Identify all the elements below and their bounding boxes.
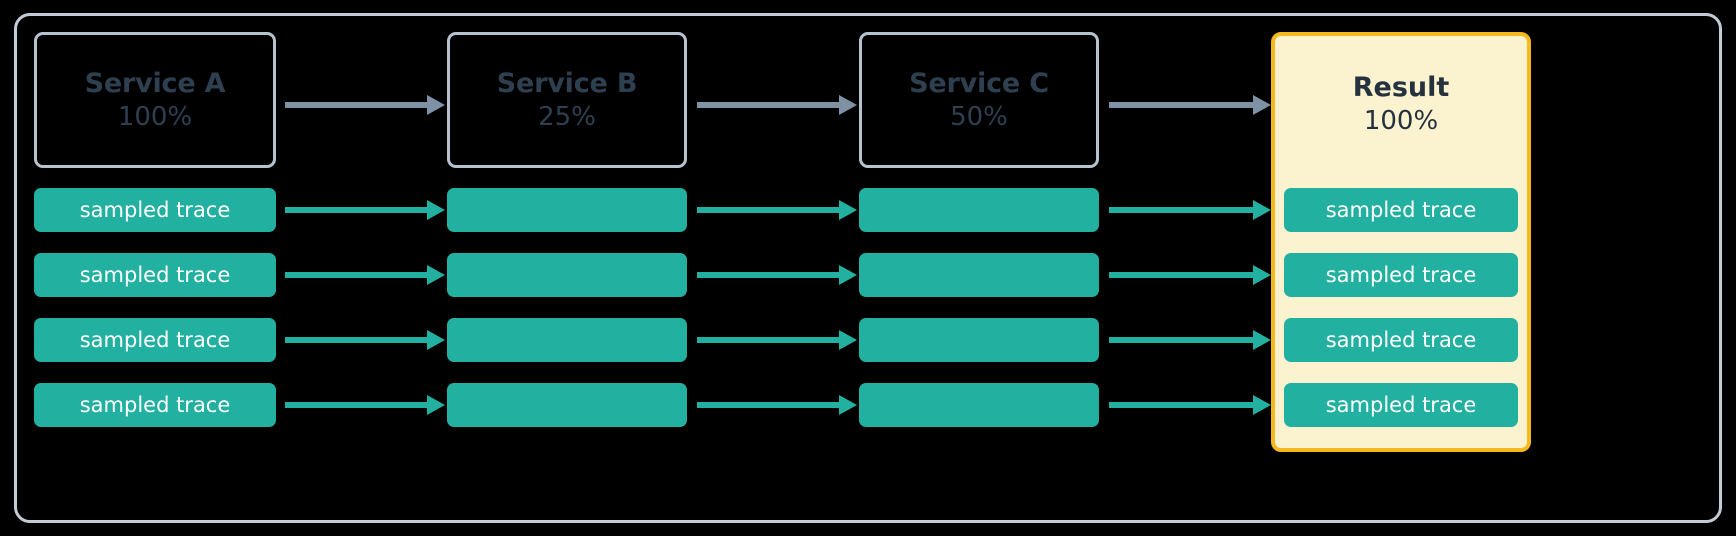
trace-row[interactable] xyxy=(447,318,687,362)
trace-row[interactable] xyxy=(859,318,1099,362)
service-box-service-c[interactable]: Service C 50% xyxy=(859,32,1099,168)
trace-label: sampled trace xyxy=(79,262,231,287)
trace-row[interactable] xyxy=(859,383,1099,427)
trace-row[interactable]: sampled trace xyxy=(34,188,276,232)
result-header: Result 100% xyxy=(1275,36,1527,172)
trace-label: sampled trace xyxy=(1325,392,1477,417)
trace-row[interactable]: sampled trace xyxy=(34,318,276,362)
trace-label: sampled trace xyxy=(79,392,231,417)
result-percent: 100% xyxy=(1363,105,1439,136)
column-service-c: Service C 50% xyxy=(859,0,1099,536)
service-a-name: Service A xyxy=(84,67,226,99)
trace-row[interactable]: sampled trace xyxy=(1284,318,1518,362)
trace-row[interactable]: sampled trace xyxy=(1284,253,1518,297)
trace-label: sampled trace xyxy=(79,197,231,222)
column-service-b: Service B 25% xyxy=(447,0,687,536)
trace-label: sampled trace xyxy=(79,327,231,352)
trace-label: sampled trace xyxy=(1325,197,1477,222)
trace-label: sampled trace xyxy=(1325,262,1477,287)
trace-row[interactable]: sampled trace xyxy=(1284,188,1518,232)
trace-row[interactable]: sampled trace xyxy=(34,253,276,297)
trace-row[interactable] xyxy=(447,188,687,232)
service-c-name: Service C xyxy=(909,67,1049,99)
service-box-service-a[interactable]: Service A 100% xyxy=(34,32,276,168)
service-b-percent: 25% xyxy=(538,101,596,132)
result-panel[interactable]: Result 100% xyxy=(1271,32,1531,452)
trace-row[interactable]: sampled trace xyxy=(34,383,276,427)
service-box-service-b[interactable]: Service B 25% xyxy=(447,32,687,168)
diagram-outer-frame xyxy=(14,13,1722,523)
trace-label: sampled trace xyxy=(1325,327,1477,352)
trace-row[interactable]: sampled trace xyxy=(1284,383,1518,427)
trace-row[interactable] xyxy=(859,188,1099,232)
trace-row[interactable] xyxy=(447,253,687,297)
service-a-percent: 100% xyxy=(117,101,193,132)
service-c-percent: 50% xyxy=(950,101,1008,132)
column-service-a: Service A 100% xyxy=(34,0,276,536)
service-b-name: Service B xyxy=(496,67,638,99)
trace-row[interactable] xyxy=(859,253,1099,297)
trace-row[interactable] xyxy=(447,383,687,427)
result-name: Result xyxy=(1352,71,1450,103)
